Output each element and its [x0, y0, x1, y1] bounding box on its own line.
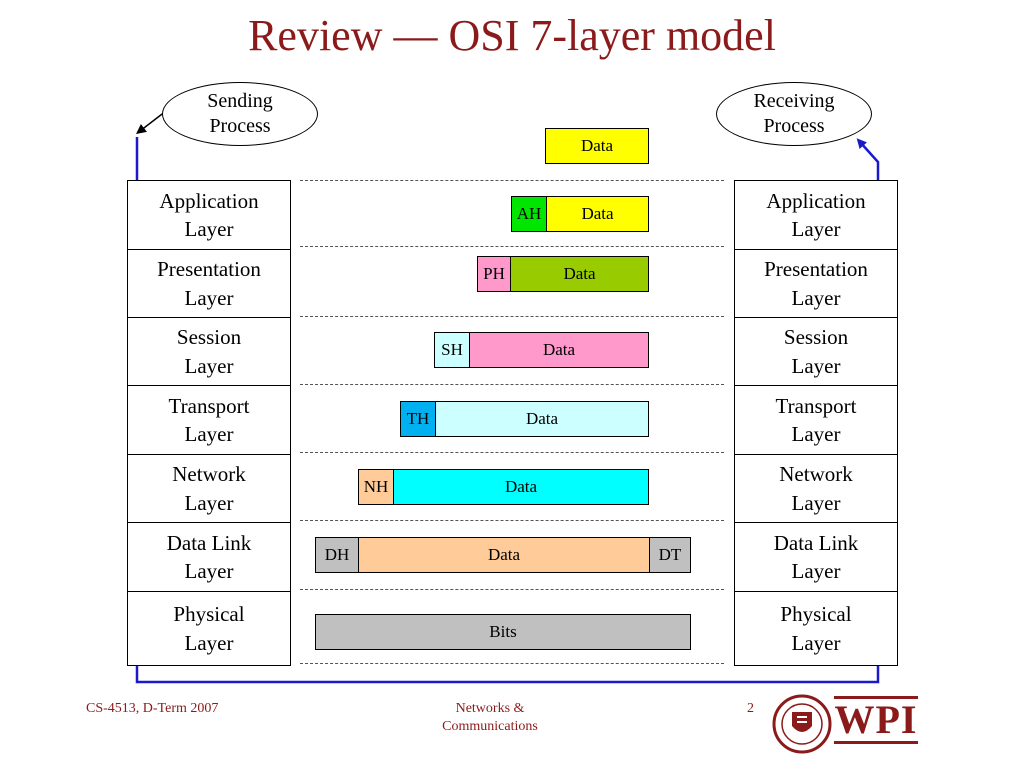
layer-divider	[300, 180, 724, 181]
receiver-layer-transport: Transport Layer	[735, 386, 897, 455]
receiver-layer-application: Application Layer	[735, 181, 897, 250]
layer-divider	[300, 384, 724, 385]
logo-rule-top	[834, 696, 918, 699]
footer-subject: Networks & Communications	[442, 701, 538, 734]
presentation-header: PH	[478, 257, 510, 291]
transport-data: Data	[435, 402, 648, 436]
sending-arrow	[136, 110, 167, 135]
layer-divider	[300, 452, 724, 453]
datalink-header: DH	[316, 538, 358, 572]
application-data: Data	[546, 197, 648, 231]
sender-layer-network: Network Layer	[128, 455, 290, 523]
sending-process-label: Sending Process	[207, 90, 273, 137]
packet-network: NH Data	[358, 469, 649, 505]
sender-layer-datalink: Data Link Layer	[128, 523, 290, 592]
layer-divider	[300, 316, 724, 317]
datalink-data: Data	[358, 538, 649, 572]
sender-layer-session: Session Layer	[128, 318, 290, 386]
wpi-logo-text: WPI	[834, 697, 918, 742]
footer-page-number: 2	[747, 701, 754, 716]
layer-divider	[300, 246, 724, 247]
application-header: AH	[512, 197, 546, 231]
receiver-layer-session: Session Layer	[735, 318, 897, 386]
receiving-process: Receiving Process	[716, 82, 872, 146]
receiver-layer-network: Network Layer	[735, 455, 897, 523]
session-data: Data	[469, 333, 648, 367]
network-data: Data	[393, 470, 648, 504]
wpi-logo: WPI	[834, 696, 918, 744]
packet-presentation: PH Data	[477, 256, 649, 292]
sending-process: Sending Process	[162, 82, 318, 146]
sender-layer-transport: Transport Layer	[128, 386, 290, 455]
logo-rule-bottom	[834, 741, 918, 744]
sender-layer-physical: Physical Layer	[173, 602, 245, 655]
wpi-seal-icon	[772, 694, 832, 754]
datalink-trailer: DT	[649, 538, 690, 572]
session-header: SH	[435, 333, 469, 367]
physical-bits: Bits	[316, 615, 690, 649]
slide-title: Review — OSI 7-layer model	[248, 11, 776, 60]
transport-header: TH	[401, 402, 435, 436]
receiver-layer-presentation: Presentation Layer	[735, 250, 897, 318]
packet-transport: TH Data	[400, 401, 649, 437]
layer-divider	[300, 663, 724, 664]
packet-top: Data	[545, 128, 649, 164]
receiver-layer-physical: Physical Layer	[780, 602, 852, 655]
sender-layer-stack: Application Layer Presentation Layer Ses…	[127, 180, 291, 666]
packet-top-data: Data	[546, 129, 648, 163]
sender-layer-presentation: Presentation Layer	[128, 250, 290, 318]
sender-layer-application: Application Layer	[128, 181, 290, 250]
receiver-layer-stack: Application Layer Presentation Layer Ses…	[734, 180, 898, 666]
packet-physical: Bits	[315, 614, 691, 650]
receiving-process-label: Receiving Process	[753, 90, 835, 137]
network-header: NH	[359, 470, 393, 504]
receiver-layer-datalink: Data Link Layer	[735, 523, 897, 592]
packet-application: AH Data	[511, 196, 649, 232]
layer-divider	[300, 589, 724, 590]
footer-course: CS-4513, D-Term 2007	[86, 701, 219, 716]
presentation-data: Data	[510, 257, 648, 291]
packet-session: SH Data	[434, 332, 649, 368]
packet-datalink: DH Data DT	[315, 537, 691, 573]
layer-divider	[300, 520, 724, 521]
